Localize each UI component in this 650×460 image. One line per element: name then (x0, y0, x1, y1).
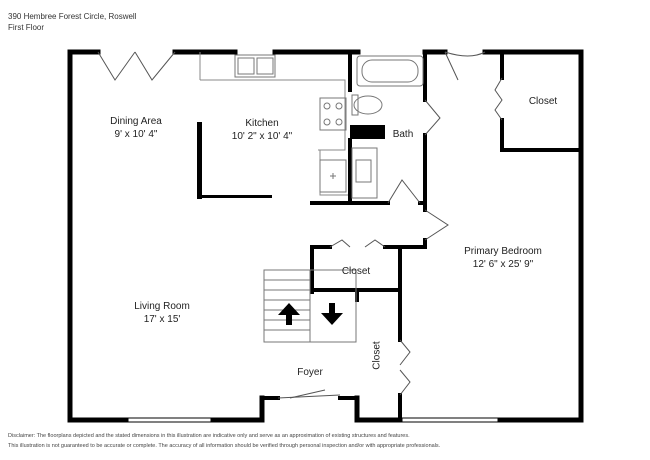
room-closet-top-right-name: Closet (528, 96, 558, 107)
kitchen-refrigerator (319, 159, 347, 193)
room-closet-vertical-name: Closet (371, 341, 383, 370)
kitchen-bar-top (202, 195, 272, 198)
room-kitchen-dims: 10' 2" x 10' 4" (231, 131, 293, 142)
kitchen-sink (234, 54, 276, 78)
room-kitchen-name: Kitchen (245, 118, 279, 129)
kitchen-bar-counter (197, 122, 202, 199)
room-foyer-name: Foyer (297, 367, 323, 378)
room-foyer: Foyer (285, 366, 335, 379)
room-closet-middle: Closet (333, 265, 379, 278)
room-primary-bedroom: Primary Bedroom 12' 6" x 25' 9" (448, 245, 558, 271)
room-closet-top-right: Closet (520, 95, 566, 108)
stair-up-arrow-icon (278, 303, 300, 325)
room-living-room-dims: 17' x 15' (143, 314, 181, 325)
outer-walls (67, 49, 584, 423)
room-kitchen: Kitchen 10' 2" x 10' 4" (222, 117, 302, 143)
plan-address: 390 Hembree Forest Circle, Roswell (8, 12, 137, 21)
room-bath-name: Bath (392, 129, 414, 140)
interior-walls (260, 50, 583, 422)
bath-vanity (351, 147, 378, 199)
stair-down-arrow-icon (321, 303, 343, 325)
bath-counter-dark (350, 125, 385, 139)
room-closet-vertical: Closet (371, 333, 384, 379)
windows (126, 417, 500, 423)
room-primary-bedroom-name: Primary Bedroom (464, 246, 542, 257)
room-bath: Bath (387, 128, 419, 141)
room-dining-area-name: Dining Area (110, 116, 162, 127)
toilet (351, 94, 383, 116)
kitchen-stove (319, 97, 347, 131)
staircase (263, 269, 357, 343)
room-living-room-name: Living Room (134, 301, 190, 312)
disclaimer-line-2: This illustration is not guaranteed to b… (8, 443, 441, 449)
door-swings (97, 51, 503, 399)
room-dining-area: Dining Area 9' x 10' 4" (100, 115, 172, 141)
room-living-room: Living Room 17' x 15' (122, 300, 202, 326)
disclaimer-line-1: Disclaimer: The floorplans depicted and … (8, 433, 410, 439)
plan-floor-label: First Floor (8, 23, 44, 32)
bathtub (356, 55, 424, 87)
room-dining-area-dims: 9' x 10' 4" (114, 129, 158, 140)
room-primary-bedroom-dims: 12' 6" x 25' 9" (472, 259, 534, 270)
room-closet-middle-name: Closet (341, 266, 371, 277)
